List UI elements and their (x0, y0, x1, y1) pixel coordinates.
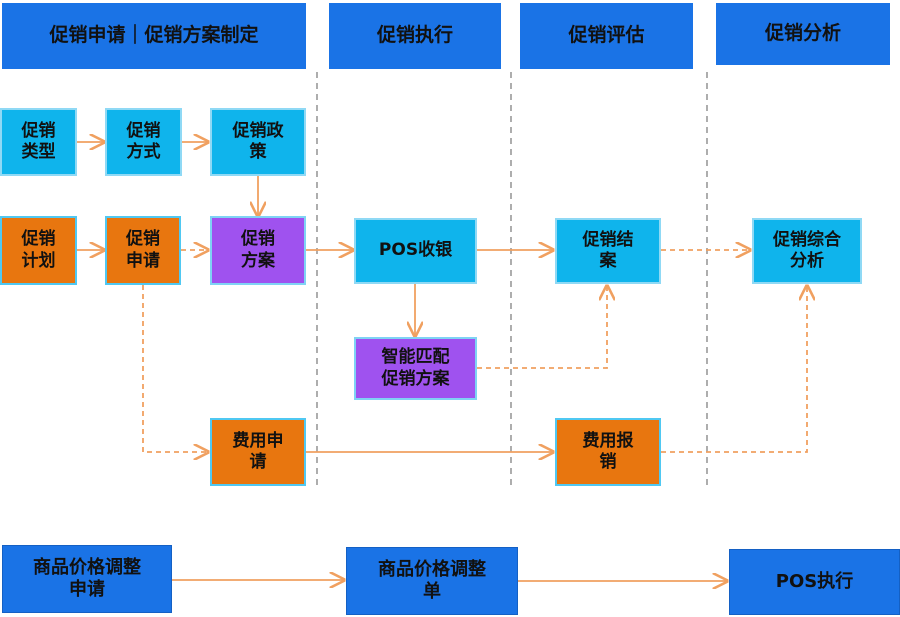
header-promo-evaluate: 促销评估 (520, 3, 693, 69)
node-promo-scheme: 促销 方案 (210, 216, 306, 285)
node-expense-reimburse: 费用报 销 (555, 418, 661, 486)
node-promo-method: 促销 方式 (105, 108, 182, 176)
node-price-adjust-apply: 商品价格调整 申请 (2, 545, 172, 613)
node-smart-match: 智能匹配 促销方案 (354, 337, 477, 400)
header-promo-apply: 促销申请｜促销方案制定 (2, 3, 306, 69)
header-promo-analyze: 促销分析 (716, 3, 890, 65)
node-pos-execute: POS执行 (729, 549, 900, 615)
node-pos-cashier: POS收银 (354, 218, 477, 284)
arrow-reimburse-to-analysis (661, 286, 807, 453)
node-expense-apply: 费用申 请 (210, 418, 306, 486)
node-promo-plan: 促销 计划 (0, 216, 77, 285)
node-promo-policy: 促销政 策 (210, 108, 306, 176)
node-promo-apply: 促销 申请 (105, 216, 181, 285)
node-promo-settle: 促销结 案 (555, 218, 661, 284)
arrow-smart-to-settle (477, 286, 607, 369)
header-promo-execute: 促销执行 (329, 3, 501, 69)
arrow-apply-to-expense (142, 285, 208, 452)
node-promo-analysis: 促销综合 分析 (752, 218, 862, 284)
node-promo-type: 促销 类型 (0, 108, 77, 176)
node-price-adjust-form: 商品价格调整 单 (346, 547, 518, 615)
